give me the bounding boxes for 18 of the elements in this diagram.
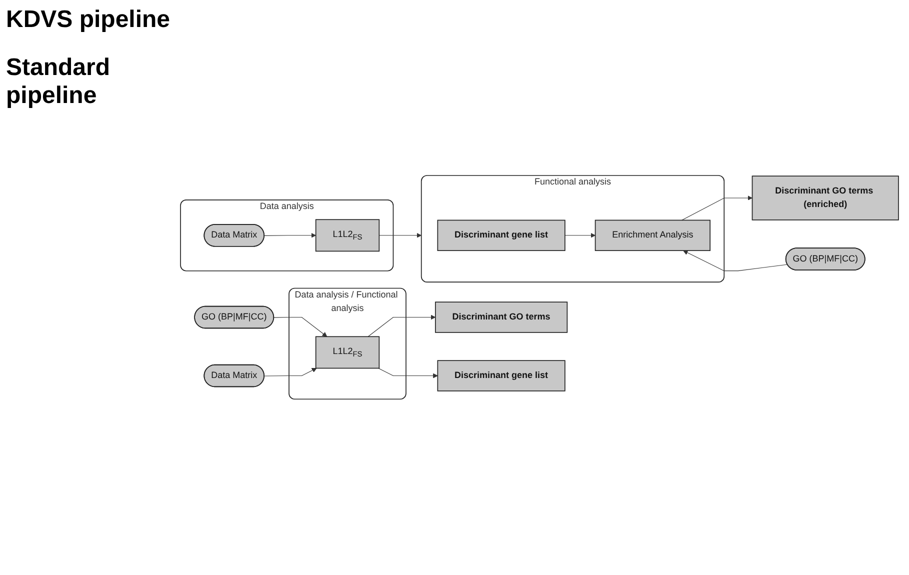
- arrow: [378, 233, 422, 238]
- arrow: [274, 317, 328, 338]
- node-box: Discriminant GO terms: [435, 302, 568, 334]
- arrow: [368, 314, 436, 338]
- node-box: Discriminant gene list: [437, 360, 566, 392]
- pipeline-heading: KDVS pipeline: [6, 6, 172, 34]
- arrow: [264, 368, 317, 376]
- arrow: [378, 368, 438, 378]
- arrow: [683, 250, 788, 272]
- node-box: L1L2$_{FS}$: [315, 336, 380, 369]
- arrow: [264, 233, 316, 238]
- arrow: [564, 233, 596, 238]
- node-box: Discriminant GO terms (enriched): [752, 176, 899, 221]
- node-box: Discriminant gene list: [437, 220, 566, 252]
- pipeline-heading: Standard pipeline: [6, 54, 112, 110]
- node-box: Enrichment Analysis: [594, 220, 710, 252]
- arrow: [681, 196, 752, 221]
- node-box: L1L2$_{FS}$: [315, 219, 380, 252]
